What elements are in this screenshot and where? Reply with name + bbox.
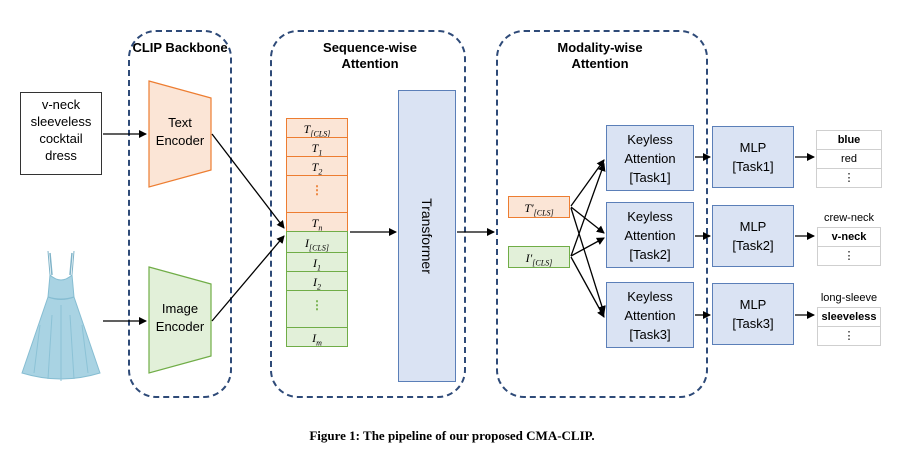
arrow-image-encoder-to-tokens [211,235,285,322]
text-encoder-shape [148,80,212,188]
mlp-task1: MLP[Task1] [712,126,794,188]
arrow-t-to-keyless1 [570,159,605,207]
transformer-block [398,90,456,382]
arrow-text-encoder-to-tokens [211,133,285,229]
input-text-box: v-neck sleeveless cocktail dress [20,92,102,175]
output-row: ⋮ [817,247,881,266]
image-encoder-shape [148,266,212,374]
output-row: ⋮ [817,327,881,346]
clip-backbone-panel [128,30,232,398]
arrow-i-to-keyless3 [570,256,605,318]
modality-attention-title: Modality-wise Attention [557,40,643,71]
output-row: v-neck [817,228,881,247]
sequence-attention-title: Sequence-wise Attention [323,40,417,71]
output-row: crew-neck [817,209,881,228]
clip-backbone-title: CLIP Backbone [132,40,228,55]
input-text-line: dress [45,148,77,163]
output-table-task3: long-sleeve sleeveless ⋮ [816,288,882,347]
output-row: sleeveless [817,308,881,327]
modality-token-i: I′[CLS] [508,246,570,268]
output-table-task2: crew-neck v-neck ⋮ [816,208,882,267]
output-row: red [817,150,881,169]
token-im: Im [286,327,348,347]
mlp-task3: MLP[Task3] [712,283,794,345]
output-row: ⋮ [843,172,855,184]
modality-attention-panel [496,30,708,398]
text-encoder-label: Text Encoder [155,115,205,148]
input-text-line: sleeveless [30,114,92,129]
input-text-line: v-neck [41,97,81,112]
output-table-task1: blue red ⋮ [816,130,882,188]
modality-token-t: T′[CLS] [508,196,570,218]
sequence-attention-panel [270,30,466,398]
mlp-task2: MLP[Task2] [712,205,794,267]
dress-image [21,250,101,381]
input-text-line: cocktail [39,131,83,146]
image-encoder-label: Image Encoder [155,301,205,334]
output-row: blue [817,131,881,150]
arrow-t-to-keyless3 [570,207,606,314]
token-tn: Tn [286,212,348,232]
token-i-ellipsis: ⋮ [286,290,348,328]
output-row: long-sleeve [817,289,881,308]
token-t-cls: T[CLS] [286,118,348,138]
arrow-i-to-keyless2 [570,237,605,257]
arrow-i-to-keyless1 [570,163,606,257]
figure-caption: Figure 1: The pipeline of our proposed C… [309,428,595,443]
arrow-t-to-keyless2 [570,206,605,234]
